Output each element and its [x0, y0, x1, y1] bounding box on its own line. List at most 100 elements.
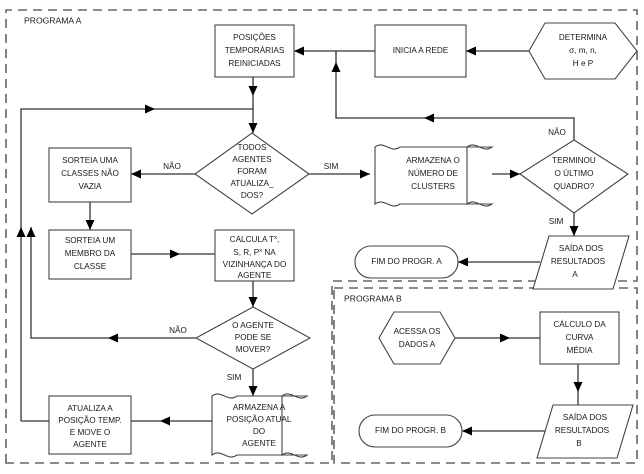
edge-move-nao-loop	[30, 227, 196, 339]
calcula-line1-post: ,	[277, 235, 279, 244]
sorteia-classe-rect	[48, 147, 132, 203]
node-calcula[interactable]: CALCULA Tx, S, R, Px NA VIZINHANÇA DO AG…	[214, 229, 295, 282]
saida-b-line2: RESULTADOS	[555, 426, 610, 435]
label-move-nao: NÃO	[169, 325, 187, 335]
arrowhead-move-nao-up	[26, 227, 36, 237]
arrowhead-posicoes-down	[248, 86, 258, 96]
todos-line4: ATUALIZA_	[230, 179, 274, 188]
programa-b-label-bg	[342, 290, 420, 304]
arrowhead-membro-to-calcula	[170, 249, 180, 259]
edge-outer-return-loop	[20, 108, 253, 421]
determina-line3: H e P	[573, 59, 594, 68]
posicoes-line2: TEMPORÁRIAS	[225, 45, 285, 55]
sorteia-membro-line1: SORTEIA UM	[65, 236, 116, 245]
arrowhead-clusters-to-terminou	[510, 169, 520, 179]
posicoes-line1: POSIÇÕES	[233, 32, 276, 42]
terminou-line1: TERMINOU	[552, 156, 596, 165]
terminou-quadro-diamond	[519, 139, 629, 214]
atualiza-line1: ATUALIZA A	[67, 404, 113, 413]
calcula-line1-sup: x	[274, 235, 277, 241]
programa-b-label: PROGRAMA B	[344, 293, 402, 303]
calcula-line1: CALCULA Tx,	[230, 235, 280, 245]
arrowhead-move-nao-left	[108, 333, 118, 343]
node-sorteia-classe[interactable]: SORTEIA UMA CLASSES NÃO VAZIA	[48, 147, 132, 203]
arrowhead-into-todos	[248, 123, 258, 133]
move-line3: MOVER?	[236, 345, 271, 354]
node-acessa-dados[interactable]: ACESSA OS DADOS A	[378, 311, 456, 365]
frame-programa-a: PROGRAMA A	[5, 9, 638, 464]
fim-a-rounded	[354, 245, 459, 279]
node-saida-resultados-a[interactable]: SAÍDA DOS RESULTADOS A	[532, 235, 630, 290]
programa-a-label-bg	[20, 12, 98, 26]
acessa-line2: DADOS A	[399, 340, 436, 349]
sorteia-membro-line3: CLASSE	[74, 262, 107, 271]
calcula-line2-sup: x	[259, 248, 262, 254]
arrowhead-classe-to-membro	[85, 220, 95, 230]
armazena-pos-line4: AGENTE	[242, 439, 276, 448]
calcula-line2-post: NA	[262, 248, 276, 257]
clusters-line2: NÚMERO DE	[408, 168, 459, 178]
node-inicia-rede[interactable]: INICIA A REDE	[374, 24, 467, 78]
node-fim-programa-b[interactable]: FIM DO PROGR. B	[358, 414, 463, 448]
armazena-posicao-tape	[211, 393, 309, 458]
arrowhead-terminou-sim	[569, 226, 579, 236]
label-todos-nao: NÃO	[163, 161, 181, 171]
node-terminou-quadro[interactable]: TERMINOU O ÚLTIMO QUADRO?	[519, 139, 629, 214]
programa-a-label: PROGRAMA A	[24, 15, 82, 25]
armazena-pos-line1: ARMAZENA A	[233, 403, 286, 412]
determina-hexagon	[528, 22, 638, 80]
arrowhead-acessa-to-calculo	[500, 333, 510, 343]
node-saida-resultados-b[interactable]: SAÍDA DOS RESULTADOS B	[536, 404, 634, 459]
atualiza-line2: POSIÇÃO TEMP.	[58, 415, 121, 425]
arrowhead-saida-a-to-fim-a	[458, 257, 468, 267]
atualiza-posicao-rect	[48, 395, 132, 455]
determina-line1: DETERMINA	[559, 33, 608, 42]
fim-b-rounded	[358, 414, 463, 448]
armazena-clusters-tape	[374, 144, 494, 207]
node-agente-pode-mover[interactable]: O AGENTE PODE SE MOVER?	[194, 306, 312, 370]
clusters-line1: ARMAZENA O	[406, 156, 460, 165]
node-calculo-curva[interactable]: CÁLCULO DA CURVA MÉDIA	[539, 311, 620, 365]
armazena-pos-line2: POSIÇÃO ATUAL	[227, 414, 292, 424]
node-posicoes-temporarias[interactable]: POSIÇÕES TEMPORÁRIAS REINICIADAS	[214, 24, 295, 78]
posicoes-line3: REINICIADAS	[228, 59, 281, 68]
label-terminou-nao: NÃO	[548, 127, 566, 137]
node-armazena-posicao[interactable]: ARMAZENA A POSIÇÃO ATUAL DO AGENTE	[211, 393, 309, 458]
sorteia-classe-line3: VAZIA	[78, 182, 102, 191]
arrowhead-terminou-nao-up	[331, 62, 341, 72]
arrowhead-inicia-to-posicoes	[294, 46, 304, 56]
node-sorteia-membro[interactable]: SORTEIA UM MEMBRO DA CLASSE	[48, 229, 132, 280]
sorteia-membro-rect	[48, 229, 132, 280]
saida-a-line1: SAÍDA DOS	[559, 243, 604, 253]
node-determina[interactable]: DETERMINA σ, m, n, H e P	[528, 22, 638, 80]
calcula-line2-pre: S, R, P	[233, 248, 259, 257]
arrowhead-calculo-to-saida-b	[573, 382, 583, 392]
calcula-line3: VIZINHANÇA DO	[223, 260, 287, 269]
calculo-curva-line3: MÉDIA	[567, 345, 593, 355]
arrowhead-todos-sim	[360, 169, 370, 179]
fim-a-line1: FIM DO PROGR. A	[371, 257, 442, 266]
arrowhead-armazena-to-atualiza	[160, 416, 170, 426]
node-atualiza-posicao[interactable]: ATUALIZA A POSIÇÃO TEMP. E MOVE O AGENTE	[48, 395, 132, 455]
arrowhead-outer-return-right	[145, 104, 155, 114]
posicoes-temp-rect	[214, 24, 295, 78]
agente-move-diamond	[194, 306, 312, 370]
todos-agentes-diamond	[194, 132, 310, 215]
programa-a-border	[5, 9, 638, 464]
connectors	[16, 46, 583, 436]
acessa-dados-hexagon	[378, 311, 456, 365]
move-line1: O AGENTE	[232, 321, 274, 330]
saida-a-parallelogram	[532, 235, 630, 290]
saida-b-line3: B	[576, 439, 582, 448]
node-armazena-clusters[interactable]: ARMAZENA O NÚMERO DE CLUSTERS	[374, 144, 494, 207]
atualiza-line4: AGENTE	[73, 440, 107, 449]
arrowhead-determina-to-inicia	[466, 46, 476, 56]
node-todos-agentes[interactable]: TODOS AGENTES FORAM ATUALIZA_ DOS?	[194, 132, 310, 215]
label-move-sim: SIM	[227, 373, 242, 382]
todos-line2: AGENTES	[232, 155, 272, 164]
node-fim-programa-a[interactable]: FIM DO PROGR. A	[354, 245, 459, 279]
terminou-line2: O ÚLTIMO	[555, 168, 594, 178]
terminou-line3: QUADRO?	[554, 182, 595, 191]
todos-line5: DOS?	[241, 191, 264, 200]
